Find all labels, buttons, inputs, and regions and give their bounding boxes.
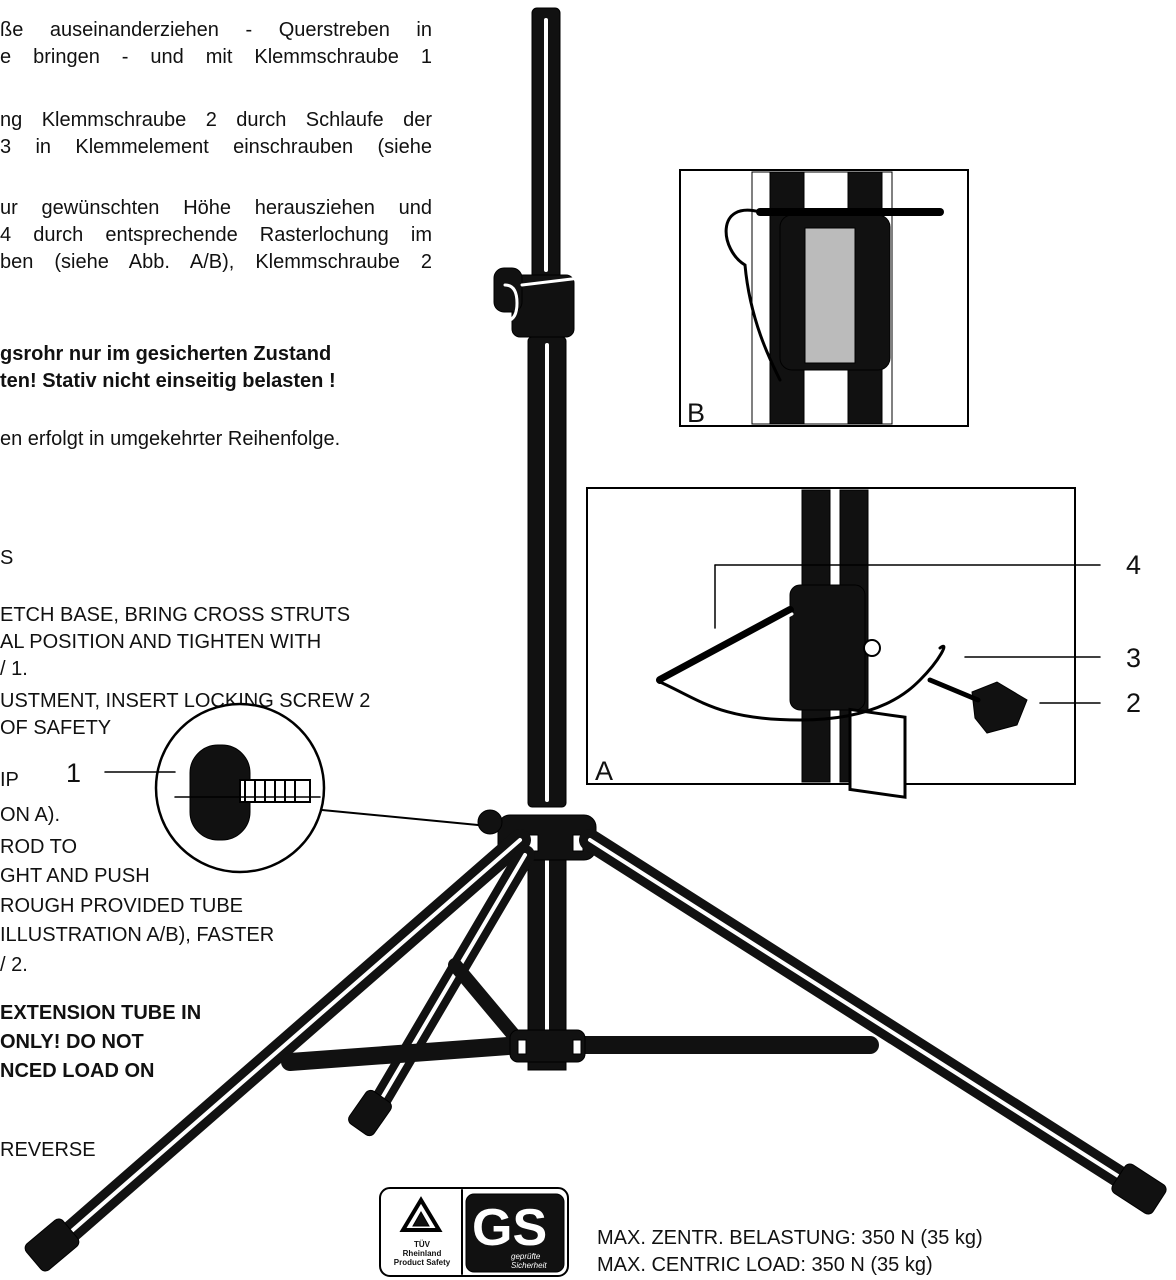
strut-bracket — [509, 1029, 586, 1063]
tuv-triangle-icon — [399, 1196, 443, 1232]
en-line-3: / 1. — [0, 658, 28, 680]
foot-left — [24, 1218, 80, 1272]
foot-rear — [348, 1089, 392, 1137]
de-line-5: ur gewünschten Höhe herausziehen und — [0, 197, 432, 219]
en-line-9: GHT AND PUSH — [0, 865, 150, 887]
de-line-2: e bringen - und mit Klemmschraube 1 — [0, 46, 432, 68]
en-line-4: USTMENT, INSERT LOCKING SCREW 2 — [0, 690, 371, 712]
en-line-6: IP — [0, 769, 19, 791]
callout-4: 4 — [1126, 550, 1142, 580]
en-heading: S — [0, 547, 14, 569]
figure-label-a: A — [595, 756, 614, 786]
load-rating-en: MAX. CENTRIC LOAD: 350 N (35 kg) — [597, 1254, 933, 1276]
en-line-5: OF SAFETY — [0, 717, 112, 739]
foot-right — [1111, 1163, 1167, 1215]
de-line-1: ße auseinanderziehen - Querstreben in — [0, 19, 432, 41]
en-line-2: AL POSITION AND TIGHTEN WITH — [0, 631, 322, 653]
en-line-1: ETCH BASE, BRING CROSS STRUTS — [0, 604, 351, 626]
clamp-knob — [493, 267, 523, 313]
en-line-reverse: REVERSE — [0, 1139, 96, 1161]
load-rating-de: MAX. ZENTR. BELASTUNG: 350 N (35 kg) — [597, 1227, 983, 1249]
en-line-7: ON A). — [0, 804, 61, 826]
gs-note: geprüfte Sicherheit — [511, 1252, 547, 1270]
de-line-4: 3 in Klemmelement einschrauben (siehe — [0, 136, 432, 158]
strut-left — [281, 1036, 531, 1071]
de-line-7: ben (siehe Abb. A/B), Klemmschraube 2 — [0, 251, 432, 273]
en-line-10: ROUGH PROVIDED TUBE — [0, 895, 243, 917]
de-warning-line-2: ten! Stativ nicht einseitig belasten ! — [0, 370, 336, 392]
tuv-text: TÜV Rheinland Product Safety — [393, 1240, 451, 1267]
en-warning-line-2: ONLY! DO NOT — [0, 1031, 144, 1053]
en-warning-line-1: EXTENSION TUBE IN — [0, 1002, 202, 1024]
en-line-11: ILLUSTRATION A/B), FASTER — [0, 924, 275, 946]
de-line-3: ng Klemmschraube 2 durch Schlaufe der — [0, 109, 432, 131]
en-warning-line-3: NCED LOAD ON — [0, 1060, 155, 1082]
strut-rear — [448, 958, 529, 1052]
de-warning-line-1: gsrohr nur im gesicherten Zustand — [0, 343, 332, 365]
callout-1: 1 — [66, 758, 82, 788]
bracket-screw — [477, 809, 503, 835]
en-line-8: ROD TO — [0, 836, 78, 858]
en-line-12: / 2. — [0, 954, 28, 976]
callout-2: 2 — [1126, 688, 1142, 718]
de-line-reverse: en erfolgt in umgekehrter Reihenfolge. — [0, 428, 341, 450]
de-line-6: 4 durch entsprechende Rasterlochung im — [0, 224, 432, 246]
callout-3: 3 — [1126, 643, 1142, 673]
gs-logo-text: GS — [472, 1199, 548, 1257]
figure-label-b: B — [687, 398, 706, 428]
